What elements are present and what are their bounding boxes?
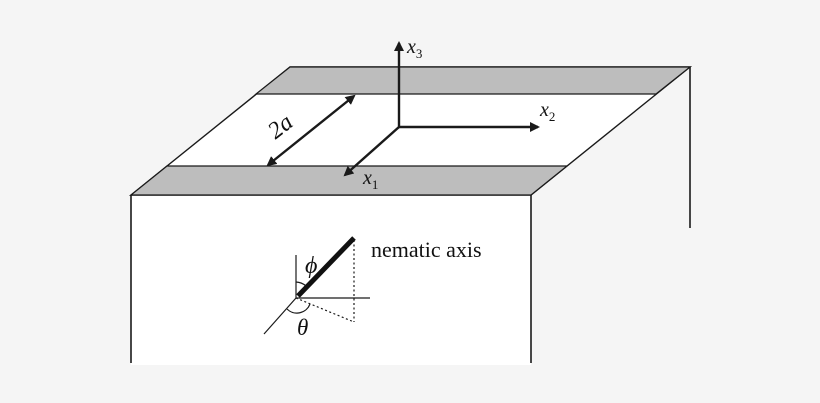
x1-label: x1: [362, 167, 378, 192]
front-face: [131, 195, 531, 365]
x1-axis: [343, 126, 400, 177]
x3-label: x3: [406, 36, 422, 61]
nematic-director-rod: [296, 236, 356, 298]
projection-dotted-diagonal: [295, 297, 355, 323]
theta-label: θ: [297, 315, 308, 340]
nematic-axis-label: nematic axis: [371, 237, 482, 262]
back-electrode-strip: [254, 66, 692, 95]
oblique-reference-line: [263, 297, 297, 335]
x2-label: x2: [539, 99, 555, 124]
phi-label: ϕ: [305, 253, 317, 279]
theta-angle-arc: [286, 303, 311, 314]
width-arrow: [266, 94, 356, 167]
